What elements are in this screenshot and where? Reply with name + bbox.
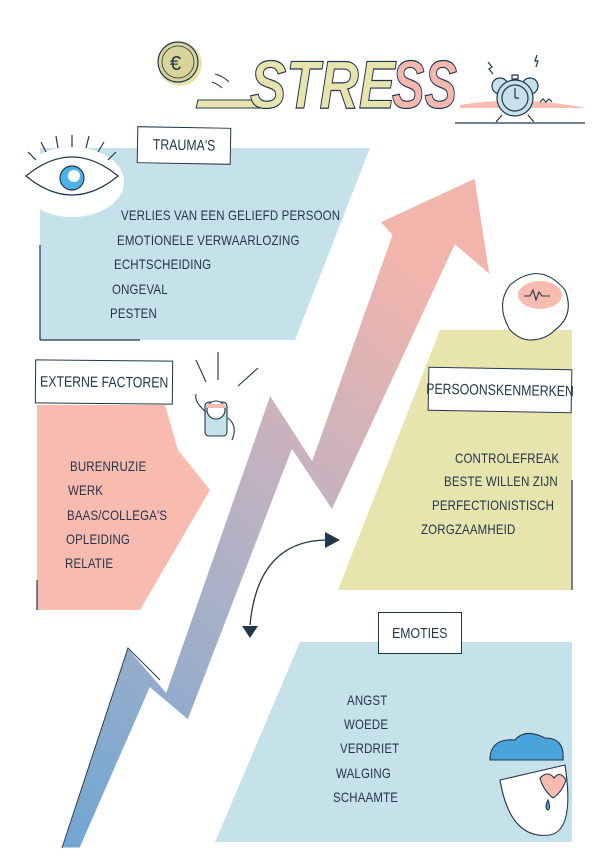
list-item: Relatie (65, 555, 114, 571)
list-item: Walging (336, 765, 391, 781)
stress-arrow-icon (61, 177, 491, 849)
list-item: Angst (347, 692, 388, 708)
list-item: Beste willen zijn (444, 473, 558, 489)
double-arrow-icon (242, 532, 340, 638)
head-raincloud-icon (489, 732, 569, 836)
emoties-label-text: Emoties (392, 624, 448, 642)
list-item: Woede (344, 716, 389, 732)
externe-label: Externe factoren (34, 359, 174, 405)
list-item: Verdriet (340, 740, 400, 756)
list-item: Echtscheiding (114, 256, 212, 272)
list-item: Ongeval (112, 281, 168, 297)
emoties-label: Emoties (378, 612, 462, 654)
stress-title-stre: STRE (250, 47, 397, 123)
alarm-clock-icon (455, 54, 585, 124)
stress-title-ss: SS (392, 47, 457, 123)
persoon-label: Persoonskenmerken (426, 366, 574, 414)
list-item: Zorgzaamheid (421, 521, 516, 537)
emoties-panel (215, 642, 572, 842)
head-heartbeat-icon (501, 273, 569, 341)
list-item: Pesten (110, 305, 157, 321)
traumas-panel (40, 148, 370, 340)
list-item: Opleiding (66, 531, 130, 547)
stressed-person-icon (195, 352, 259, 441)
externe-panel (37, 405, 210, 610)
persoon-label-text: Persoonskenmerken (426, 380, 574, 400)
list-item: Burenruzie (70, 458, 147, 474)
list-item: Werk (68, 482, 104, 498)
externe-label-text: Externe factoren (39, 372, 169, 392)
list-item: Controlefreak (455, 450, 560, 466)
list-item: Baas/collega's (67, 507, 168, 523)
traumas-label-text: TRAUMA'S (152, 136, 216, 155)
eye-icon (25, 135, 119, 196)
list-item: Verlies van een geliefd persoon (121, 207, 341, 223)
traumas-label: TRAUMA'S (136, 126, 232, 165)
list-item: Schaamte (333, 789, 399, 805)
euro-coin-icon: € (157, 41, 230, 89)
list-item: Emotionele verwaarlozing (117, 232, 300, 248)
list-item: Perfectionistisch (432, 497, 555, 513)
svg-text:€: € (170, 53, 181, 75)
